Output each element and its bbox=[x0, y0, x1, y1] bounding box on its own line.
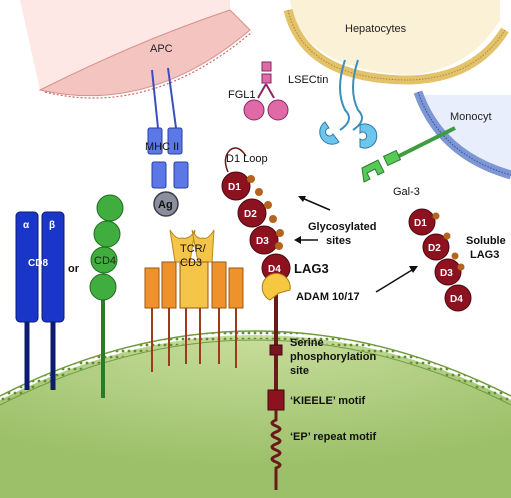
kieele-motif bbox=[267, 389, 285, 411]
hepatocytes-cell: Hepatocytes bbox=[283, 0, 509, 85]
antigen-label: Ag bbox=[158, 199, 173, 211]
serine-site bbox=[269, 344, 283, 356]
serine-label-line2: phosphorylation bbox=[290, 351, 376, 363]
serine-label-line1: Serine bbox=[290, 337, 324, 349]
soluble-label-line1: Soluble bbox=[466, 235, 506, 247]
glycosylated-label-line1: Glycosylated bbox=[308, 221, 376, 233]
mhc2-label: MHC II bbox=[145, 141, 179, 153]
glycosylation-dots bbox=[247, 175, 284, 250]
lag3-d2-domain bbox=[237, 198, 267, 228]
soluble-d1-domain bbox=[408, 208, 436, 236]
lag3-d2-label: D2 bbox=[244, 209, 257, 220]
lag3-label: LAG3 bbox=[294, 261, 329, 276]
apc-label: APC bbox=[150, 43, 173, 55]
ep-repeat-label: ‘EP’ repeat motif bbox=[290, 431, 377, 443]
monocyte-label: Monocyt bbox=[450, 111, 492, 123]
kieele-label: ‘KIEELE’ motif bbox=[290, 395, 366, 407]
adam-protease bbox=[261, 272, 291, 301]
lag3-receptor: D1 D2 D3 D4 D1 Loop LAG3 ADAM 10/17 Seri… bbox=[221, 147, 377, 490]
fgl1-ligand: FGL1 bbox=[228, 61, 289, 121]
soluble-label-line2: LAG3 bbox=[470, 249, 499, 261]
soluble-d2-domain bbox=[422, 233, 450, 261]
d1-loop-label: D1 Loop bbox=[226, 153, 268, 165]
shedding-arrow bbox=[375, 269, 413, 293]
cd8-receptor: α β CD8 bbox=[15, 211, 65, 390]
tcr-label-line1: TCR/ bbox=[180, 243, 207, 255]
soluble-d3-label: D3 bbox=[440, 268, 453, 279]
soluble-lag3: D1 D2 D3 D4 Soluble LAG3 bbox=[375, 208, 506, 312]
hepatocytes-label: Hepatocytes bbox=[345, 23, 407, 35]
fgl1-label: FGL1 bbox=[228, 89, 256, 101]
tcr-label-line2: CD3 bbox=[180, 257, 202, 269]
monocyte-cell: Monocyt bbox=[413, 90, 511, 180]
lag3-d1-label: D1 bbox=[228, 182, 241, 193]
adam-label: ADAM 10/17 bbox=[296, 291, 360, 303]
ep-repeat-motif bbox=[270, 410, 282, 490]
gal3-label: Gal-3 bbox=[393, 186, 420, 198]
or-label: or bbox=[68, 263, 80, 275]
soluble-d3-domain bbox=[434, 258, 462, 286]
cd8-beta-label: β bbox=[49, 220, 55, 231]
serine-label-line3: site bbox=[290, 365, 309, 377]
soluble-d1-label: D1 bbox=[414, 218, 427, 229]
gal3-ligand: Gal-3 bbox=[361, 126, 456, 198]
t-cell-membrane bbox=[0, 330, 511, 498]
antigen bbox=[153, 191, 179, 217]
lag3-d3-domain bbox=[249, 225, 279, 255]
cd4-label: CD4 bbox=[94, 255, 116, 267]
tcr-cd3-complex: TCR/ CD3 bbox=[144, 229, 244, 372]
lsectin-label: LSECtin bbox=[288, 74, 328, 86]
apc-cell: APC bbox=[20, 0, 253, 99]
lag3-d3-label: D3 bbox=[256, 236, 269, 247]
cd4-receptor: CD4 bbox=[89, 194, 124, 398]
glycosylated-annotation: Glycosylated sites bbox=[294, 196, 376, 247]
soluble-d4-domain bbox=[444, 284, 472, 312]
glycosylated-label-line2: sites bbox=[326, 235, 351, 247]
cd8-alpha-label: α bbox=[23, 220, 30, 231]
lag3-d4-label: D4 bbox=[268, 264, 281, 275]
lsectin-ligand: LSECtin bbox=[288, 59, 378, 149]
soluble-d4-label: D4 bbox=[450, 294, 463, 305]
mhc2-complex: MHC II Ag bbox=[145, 67, 189, 217]
soluble-d2-label: D2 bbox=[428, 243, 441, 254]
lag3-d1-domain bbox=[221, 171, 251, 201]
d1-loop bbox=[224, 147, 247, 173]
cd8-label: CD8 bbox=[28, 258, 48, 269]
